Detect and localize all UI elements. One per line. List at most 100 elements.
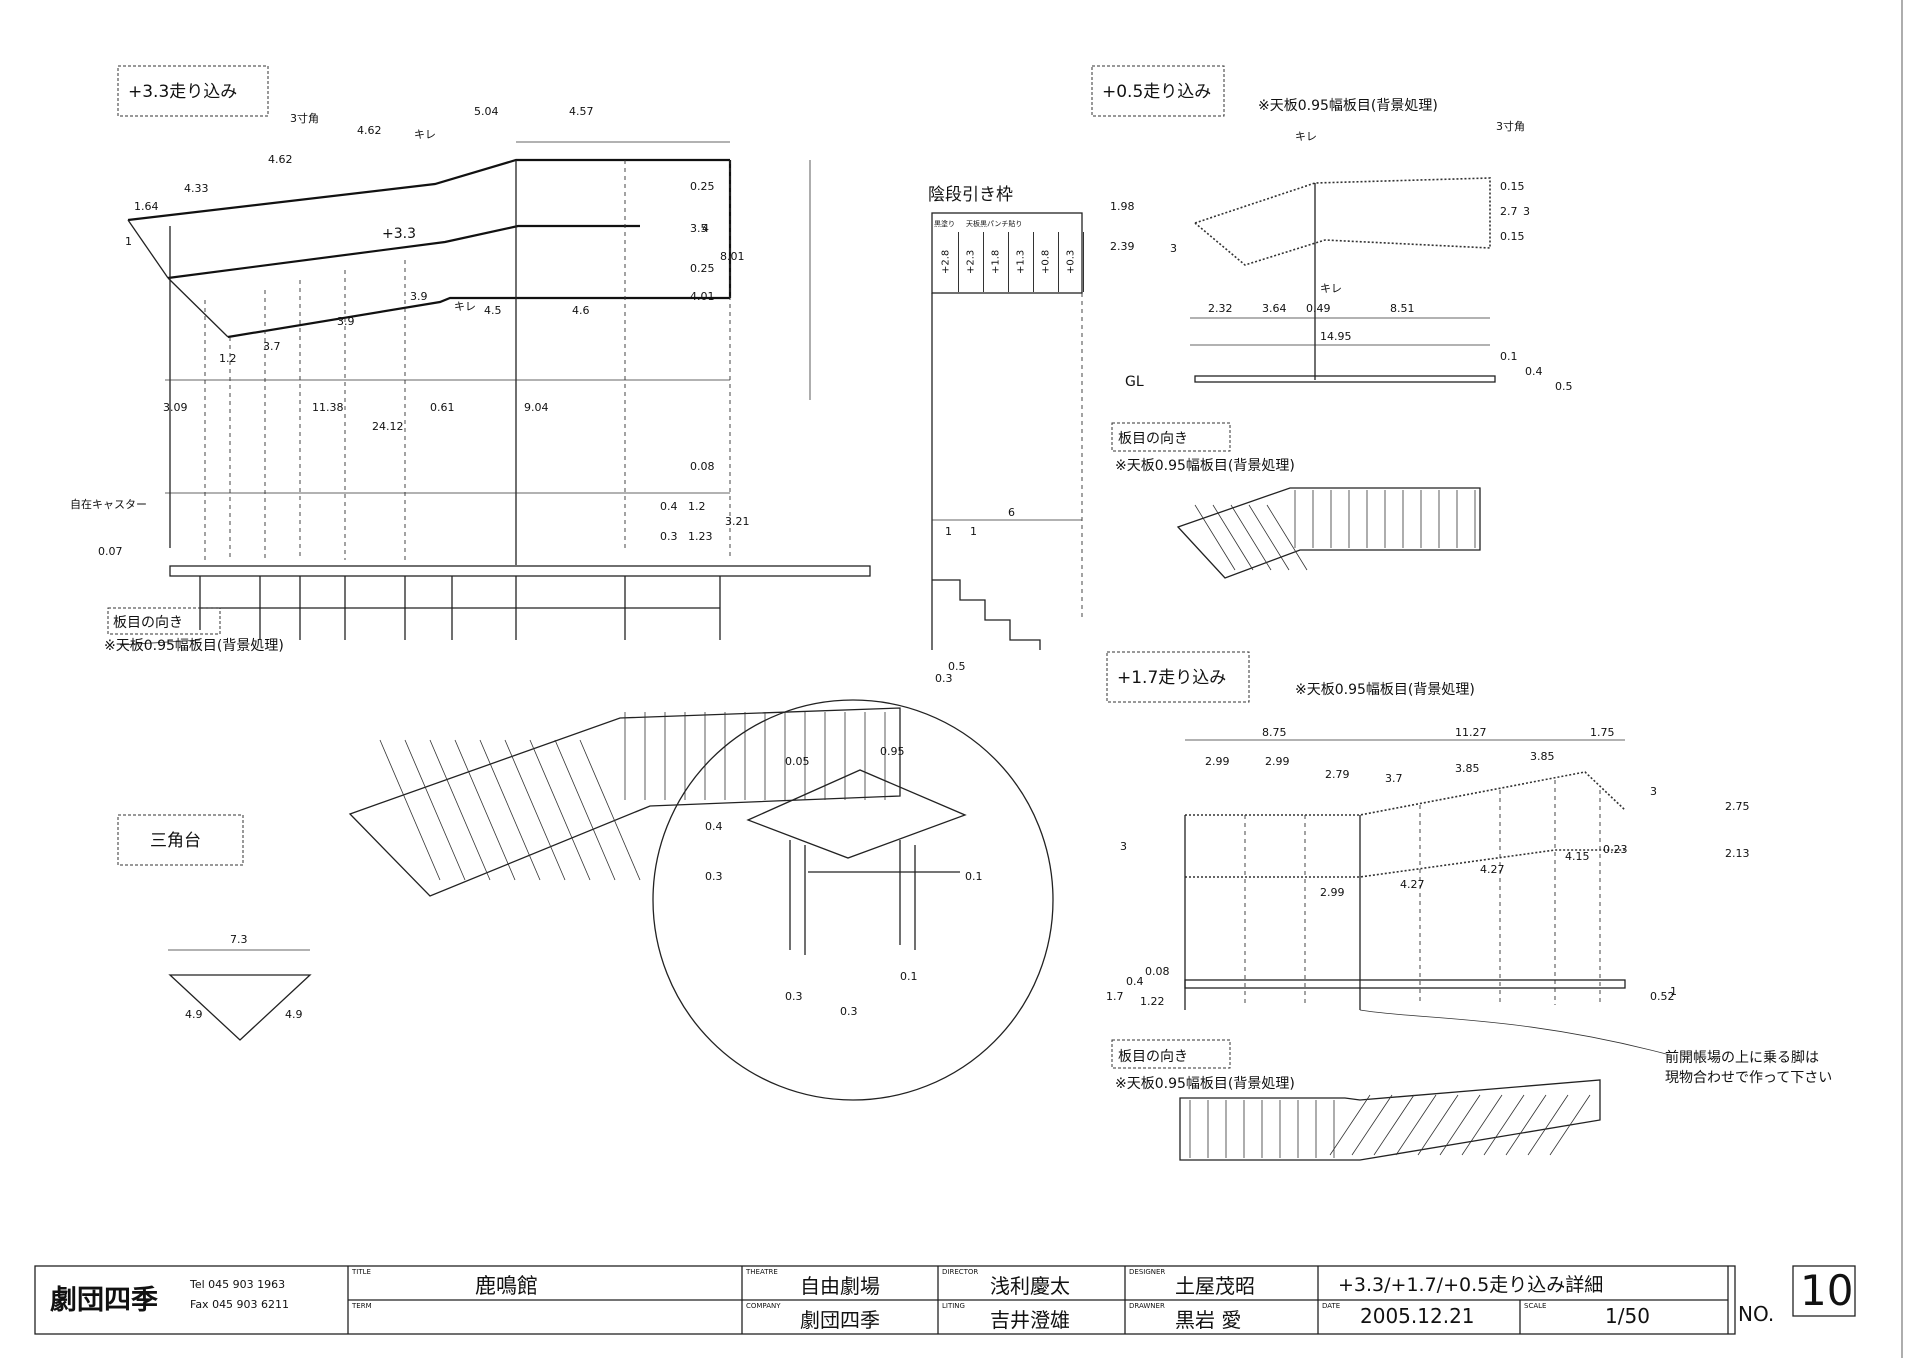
drawner-label: DRAWNER (1129, 1302, 1165, 1310)
run05-dim-364: 3.64 (1262, 302, 1287, 315)
frame-height-label: +0.3 (1059, 232, 1084, 292)
run33-grain-outline (348, 707, 901, 897)
grain-line (1351, 1094, 1393, 1156)
run05-dim-3: 3 (1170, 242, 1177, 255)
run17-grain-heading-box (1111, 1039, 1231, 1069)
triangle-title-box (117, 814, 244, 866)
run05-dim-05: 0.5 (1555, 380, 1573, 393)
run17-dim-275: 2.75 (1725, 800, 1750, 813)
run33-corner: 3寸角 (290, 111, 319, 125)
date-label: DATE (1322, 1302, 1341, 1310)
run17-dim-023: 0.23 (1603, 843, 1628, 856)
frame-dim-1a: 1 (945, 525, 952, 538)
cloud-dim-01b: 0.1 (900, 970, 918, 983)
run05-grain-heading: 板目の向き (1118, 431, 1188, 447)
run33-dim-504: 5.04 (474, 105, 499, 118)
run17-leader (1359, 1009, 1671, 1056)
run33-grain-heading-box (107, 607, 221, 635)
grain-line (1395, 1094, 1437, 1156)
cloud-dim-005: 0.05 (785, 755, 810, 768)
cloud-dim-03b: 0.3 (785, 990, 803, 1003)
run33-kire-2: キレ (454, 300, 476, 313)
lighting-value: 吉井澄雄 (990, 1308, 1070, 1332)
cloud-tabletop (746, 769, 967, 859)
frame-height-label: +2.3 (959, 232, 984, 292)
run05-dim-3b: 3 (1523, 205, 1530, 218)
frame-steps (932, 579, 1041, 650)
grain-line (404, 739, 466, 881)
scale-value: 1/50 (1605, 1304, 1650, 1328)
frame-dim-6-text: 6 (1008, 506, 1015, 519)
title-value: 鹿鳴館 (475, 1274, 538, 1298)
cloud-dim-04: 0.4 (705, 820, 723, 833)
run33-dim-1: 1 (125, 235, 132, 248)
section-frame: 陰段引き枠 6 1 1 黒塗り 天板黒パンチ貼り (928, 185, 1083, 650)
grain-line (1483, 1094, 1525, 1156)
grain-line (479, 739, 541, 881)
cloud-dim-095: 0.95 (880, 745, 905, 758)
sheet-number: 10 (1800, 1266, 1854, 1315)
grain-line (1194, 504, 1236, 571)
triangle-dim-4-9a: 4.9 (185, 1008, 203, 1021)
run17-dim-415: 4.15 (1565, 850, 1590, 863)
run17-grain-heading: 板目の向き (1118, 1049, 1188, 1065)
run17-note: ※天板0.95幅板目(背景処理) (1295, 682, 1475, 698)
run33-dim-904: 9.04 (524, 401, 549, 414)
run33-dim-007: 0.07 (98, 545, 123, 558)
run05-elev (1194, 375, 1496, 383)
scale-label: SCALE (1524, 1302, 1547, 1310)
frame-box (931, 212, 1083, 294)
run17-dim-299a: 2.99 (1205, 755, 1230, 768)
run17-dim-875: 8.75 (1262, 726, 1287, 739)
run33-grain-heading: 板目の向き (113, 615, 183, 631)
run33-dim-37: 3.7 (263, 340, 281, 353)
run33-dim-46: 4.6 (572, 304, 590, 317)
run33-dim-12b: 1.2 (688, 500, 706, 513)
grain-line (1505, 1094, 1547, 1156)
run05-grain-heading-box (1111, 422, 1231, 452)
run33-dim-401: 4.01 (690, 290, 715, 303)
triangle-title: 三角台 (150, 831, 201, 851)
run05-dim-015a: 0.15 (1500, 180, 1525, 193)
run33-elev-top (169, 565, 871, 577)
run33-title: +3.3走り込み (128, 82, 237, 102)
run33-dim-2412: 24.12 (372, 420, 404, 433)
run17-dim-213: 2.13 (1725, 847, 1750, 860)
run05-dim-04: 0.4 (1525, 365, 1543, 378)
company-label: COMPANY (746, 1302, 781, 1310)
grain-line (579, 739, 641, 881)
run33-dim-025a: 0.25 (690, 180, 715, 193)
run17-dim-1127: 11.27 (1455, 726, 1487, 739)
cloud-dim-03: 0.3 (705, 870, 723, 883)
run17-dim-04: 0.4 (1126, 975, 1144, 988)
run33-left-edge (127, 219, 169, 279)
run05-dim-01: 0.1 (1500, 350, 1518, 363)
run33-dim-164: 1.64 (134, 200, 159, 213)
run33-dim-04: 0.4 (660, 500, 678, 513)
run17-dim-3: 3 (1650, 785, 1657, 798)
run33-dim-03: 0.3 (660, 530, 678, 543)
run05-dim-049: 0.49 (1306, 302, 1331, 315)
company-value: 劇団四季 (800, 1308, 880, 1332)
frame-height-label: +1.8 (984, 232, 1009, 292)
run17-dim-385b: 3.85 (1530, 750, 1555, 763)
run17-title: +1.7走り込み (1117, 668, 1226, 688)
frame-height-labels: +2.8+2.3+1.8+1.3+0.8+0.3 (934, 232, 1084, 292)
run17-dim-427b: 4.27 (1480, 863, 1505, 876)
cloud-dim-01: 0.1 (965, 870, 983, 883)
grain-line (1527, 1094, 1569, 1156)
grain-line (554, 739, 616, 881)
frame-height-label: +2.8 (934, 232, 959, 292)
run33-dim-39b: 3.9 (337, 315, 355, 328)
title-block (34, 1265, 1856, 1335)
run17-title-box (1106, 651, 1250, 703)
cloud-outline (652, 699, 1054, 1101)
grain-line (1266, 504, 1308, 571)
section-cloud-detail: 0.05 0.95 0.4 0.3 0.1 0.3 0.3 0.1 (652, 699, 1054, 1101)
run33-dim-008: 0.08 (690, 460, 715, 473)
run17-dim-175: 1.75 (1590, 726, 1615, 739)
grain-line (1417, 1094, 1459, 1156)
run17-top-edge (1185, 771, 1626, 816)
run05-gl: GL (1125, 374, 1144, 390)
run33-caster: 自在キャスター (70, 498, 147, 511)
